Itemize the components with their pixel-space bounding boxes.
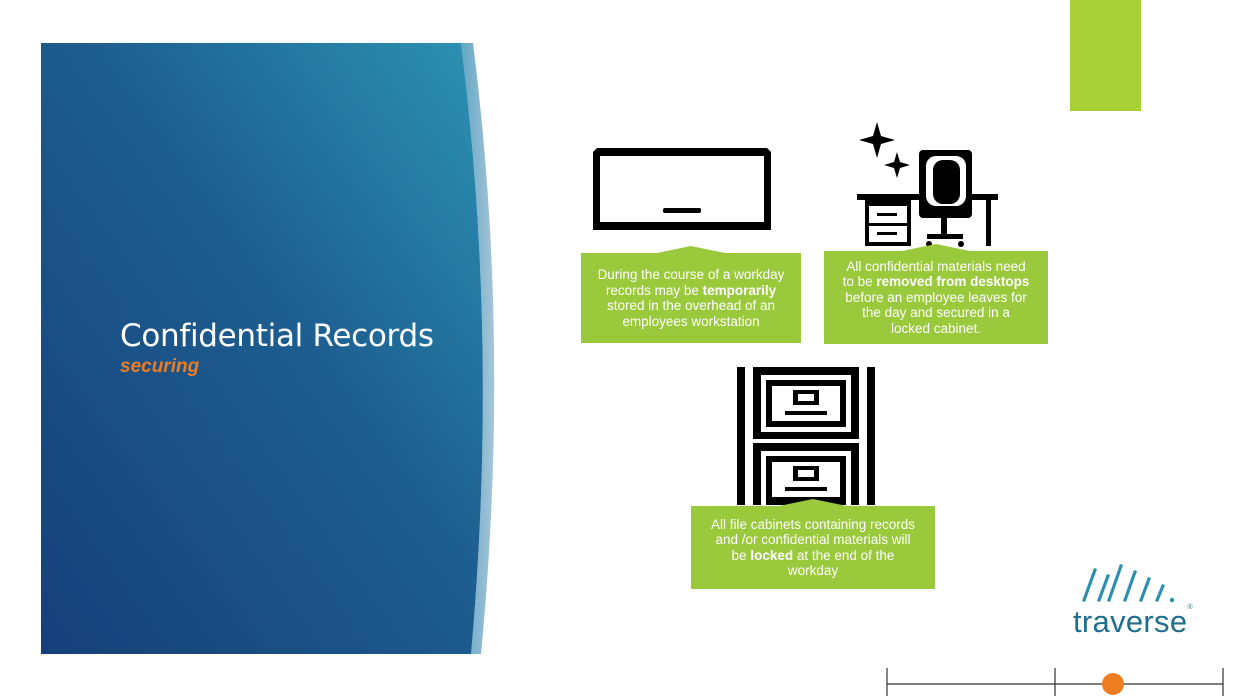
caption-line: All file cabinets containing records (710, 516, 916, 532)
slide-subtitle: securing (120, 356, 200, 377)
clean-desk-icon (857, 122, 998, 247)
caption-line: stored in the overhead of an (606, 298, 776, 313)
caption-text: at the end of the (793, 547, 895, 563)
caption-line: During the course of a workday (597, 267, 785, 282)
logo-text: traverse (1073, 604, 1188, 639)
caption-emphasis: removed from desktops (876, 274, 1030, 290)
logo-wordmark: traverse® (1073, 604, 1193, 640)
title-panel (41, 43, 501, 654)
caption-line: All confidential materials need (846, 258, 1026, 274)
caption-line: workday (787, 563, 839, 578)
slide-title: Confidential Records (120, 318, 434, 354)
traverse-logo: traverse® (1070, 560, 1210, 644)
traverse-logo-icon (1082, 564, 1175, 603)
title-block: Confidential Records securing (120, 318, 434, 378)
caption-line: before an employee leaves for (845, 289, 1027, 305)
caption-clean-desk: All confidential materials need to be re… (824, 251, 1048, 344)
caption-line: and /or confidential materials will (715, 532, 911, 547)
progress-timeline (886, 668, 1224, 696)
overhead-cabinet-icon (593, 148, 771, 230)
caption-emphasis: temporarily (702, 282, 777, 298)
caption-emphasis: locked (750, 547, 794, 563)
caption-line: be locked at the end of the (732, 548, 895, 564)
caption-line: records may be temporarily (606, 283, 776, 299)
registered-mark: ® (1187, 604, 1193, 611)
file-cabinet-icon (737, 367, 875, 505)
caption-text: be (731, 547, 751, 563)
caption-line: to be removed from desktops (843, 274, 1030, 290)
caption-line: the day and secured in a (862, 305, 1010, 321)
accent-green-block (1070, 0, 1141, 111)
caption-text: records may be (605, 282, 703, 298)
caption-file-cabinets: All file cabinets containing records and… (691, 506, 935, 589)
timeline-marker (1102, 673, 1124, 695)
caption-text: to be (842, 274, 877, 290)
caption-line: employees workstation (622, 313, 760, 329)
caption-line: locked cabinet. (890, 320, 982, 336)
caption-overhead-storage: During the course of a workday records m… (581, 253, 801, 343)
